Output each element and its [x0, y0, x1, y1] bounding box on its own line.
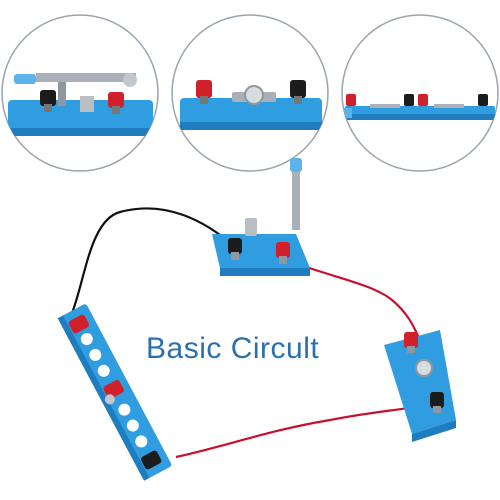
caption-title: Basic Circult	[146, 332, 320, 365]
black-wire	[70, 207, 237, 314]
bulb-holder	[384, 330, 456, 442]
battery-holder	[57, 304, 172, 481]
inset-knife-switch	[1, 14, 159, 172]
red-wire-bottom	[175, 400, 437, 459]
inset-battery-holder	[341, 14, 499, 172]
inset-bulb-holder	[171, 14, 329, 172]
knife-switch	[212, 158, 310, 276]
red-wire-top	[283, 257, 421, 341]
